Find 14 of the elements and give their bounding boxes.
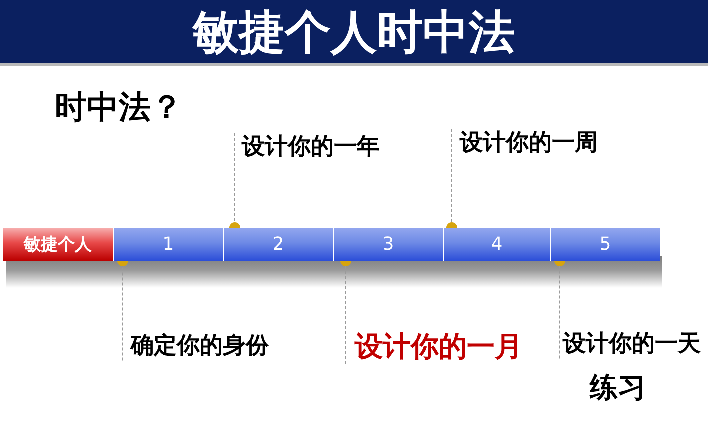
milestone-label: 确定你的身份: [123, 332, 269, 361]
milestone-label: 设计你的一年: [235, 133, 380, 162]
section-heading: 时中法？: [55, 88, 183, 126]
milestone-label: 设计你的一月: [346, 329, 523, 364]
milestone-label: 设计你的一天: [560, 330, 701, 359]
timeline-segment: 5: [550, 228, 660, 261]
title: 敏捷个人时中法: [193, 6, 515, 58]
note-text: 练习: [590, 371, 646, 405]
timeline-segment: 敏捷个人: [3, 228, 113, 261]
milestone-label: 设计你的一周: [452, 129, 598, 158]
timeline-segment: 1: [113, 228, 223, 261]
timeline-segment: 4: [443, 228, 550, 261]
timeline-segment: 3: [333, 228, 443, 261]
timeline-segment: 2: [223, 228, 333, 261]
